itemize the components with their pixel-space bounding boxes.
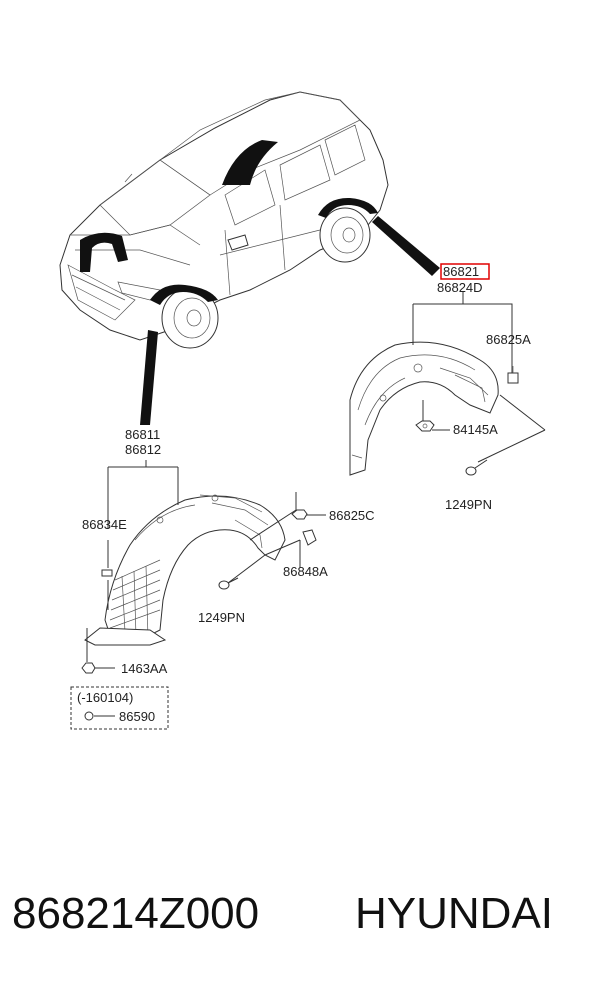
label-86824D: 86824D — [437, 280, 483, 295]
label-1249PN-rear: 1249PN — [445, 497, 492, 512]
front-screw-1249PN — [218, 577, 239, 590]
date-range-box: (-160104) 86590 — [70, 686, 169, 730]
front-bracket-86848A — [302, 529, 317, 546]
label-84145A: 84145A — [453, 422, 498, 437]
label-86825C: 86825C — [329, 508, 375, 523]
label-1249PN-front: 1249PN — [198, 610, 245, 625]
label-86811: 86811 — [125, 427, 160, 442]
label-86834E: 86834E — [82, 517, 127, 532]
front-pointer — [140, 330, 158, 425]
label-86825A: 86825A — [486, 332, 531, 347]
highlight-box — [440, 263, 490, 280]
footer-brand: HYUNDAI — [355, 889, 553, 938]
label-1463AA: 1463AA — [121, 661, 168, 676]
rear-nut-84145A — [415, 420, 435, 432]
rear-pointer — [372, 216, 440, 276]
front-clip-86834E — [101, 569, 113, 577]
box-nut-86590 — [84, 711, 115, 721]
rear-clip-86825A — [507, 366, 519, 384]
label-86812: 86812 — [125, 442, 161, 457]
label-86848A: 86848A — [283, 564, 328, 579]
label-86590: 86590 — [119, 709, 155, 724]
rear-screw-1249PN — [465, 459, 488, 476]
front-bolt-1463AA — [81, 662, 96, 674]
front-clip-86825C — [291, 509, 308, 520]
car-illustration — [59, 91, 389, 349]
front-wheel-liner — [84, 494, 286, 646]
rear-wheel-liner — [349, 341, 499, 476]
footer-part-number: 868214Z000 — [12, 889, 259, 938]
label-date-range: (-160104) — [77, 690, 133, 705]
label-86821: 86821 — [443, 264, 479, 279]
